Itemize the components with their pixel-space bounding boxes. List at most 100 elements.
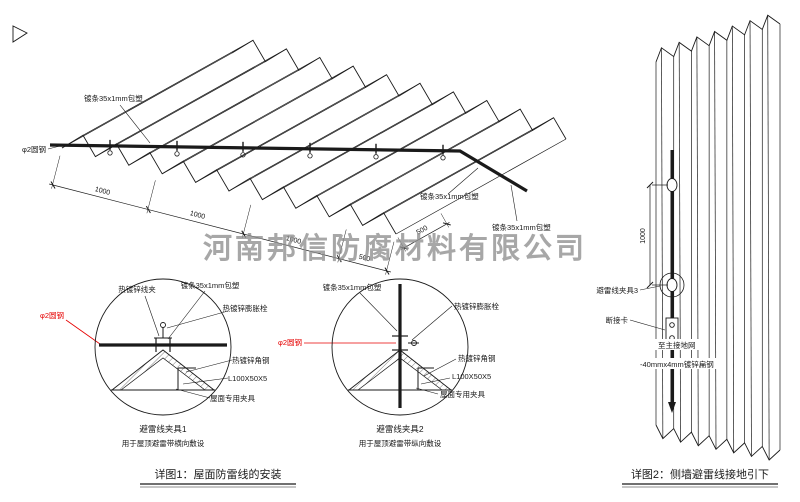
leader-lines bbox=[47, 104, 666, 399]
wall-dimension bbox=[646, 181, 668, 289]
leader-line bbox=[175, 388, 211, 399]
label-bg bbox=[655, 339, 705, 350]
roof-far-edge bbox=[231, 39, 567, 140]
label-d2-angle-spec: L100X50X5 bbox=[452, 372, 491, 381]
benchmark-symbol bbox=[12, 25, 28, 43]
wall-dim-1000: 1000 bbox=[640, 228, 647, 244]
roof-valley-line bbox=[162, 78, 333, 175]
roof-panel bbox=[61, 39, 567, 235]
roof-ridge-line bbox=[350, 108, 521, 205]
wall-clamp-upper bbox=[666, 178, 678, 192]
label-wall-flat-steel: -40mmx4mm镀锌扁钢 bbox=[640, 359, 714, 369]
label-strip-bottom-right: 镀条35x1mm包塑 bbox=[492, 222, 551, 232]
label-d1-wire-clamp: 热镀锌线夹 bbox=[118, 284, 156, 294]
detail1-subtitle: 用于屋顶避雷带横向敷设 bbox=[122, 438, 205, 448]
leader-line bbox=[182, 377, 229, 385]
wall-rib-line bbox=[661, 47, 664, 439]
dim-1000-b: 1000 bbox=[189, 210, 206, 221]
dim-tick bbox=[384, 267, 390, 275]
leader-line bbox=[185, 359, 233, 373]
roof-wire-clamp-bolt bbox=[107, 150, 113, 156]
watermark: 河南邦信防腐材料有限公司 bbox=[203, 232, 587, 265]
wall-bottom-edge bbox=[655, 424, 781, 461]
roof-ridge-line bbox=[249, 82, 421, 179]
leader-line bbox=[359, 292, 398, 332]
dim-1000-a: 1000 bbox=[94, 186, 111, 197]
wall-rib-line bbox=[767, 15, 770, 461]
detail1-bolt bbox=[160, 322, 166, 328]
roof-ridge-line bbox=[283, 91, 454, 188]
roof-valley-line bbox=[195, 87, 366, 183]
roof-ridge-line bbox=[216, 74, 387, 171]
label-d1-angle-spec: L100X50X5 bbox=[228, 374, 267, 383]
wall-rib-line bbox=[731, 26, 735, 453]
roof-wire-clamp-bolt bbox=[440, 155, 446, 161]
label-strip-right: 镀条35x1mm包塑 bbox=[420, 191, 479, 201]
roof-valley-line bbox=[95, 61, 266, 157]
roof-valley-line bbox=[228, 95, 400, 192]
dim-extension bbox=[397, 237, 406, 252]
caption-detail1: 详图1：屋面防雷线的安装 bbox=[154, 467, 281, 481]
leader-line bbox=[167, 290, 206, 340]
label-d2-bolt: 热镀锌膨胀栓 bbox=[454, 301, 499, 311]
label-wall-to-ground: 至主接地网 bbox=[658, 340, 696, 350]
detail1-title: 避雷线夹具1 bbox=[139, 424, 187, 434]
detail-circle-2 bbox=[331, 278, 469, 416]
wall-clamp-lower bbox=[666, 278, 678, 292]
dim-extension bbox=[242, 204, 252, 238]
dim-tick bbox=[336, 255, 342, 263]
leader-line bbox=[47, 145, 61, 150]
roof-valley-line bbox=[395, 138, 567, 235]
dim-extension bbox=[146, 180, 156, 214]
leader-line bbox=[447, 167, 479, 195]
label-wall-clamp3: 避雷线夹具3 bbox=[596, 285, 638, 295]
label-d2-angle: 热镀锌角钢 bbox=[458, 353, 496, 363]
roof-wire-clamp-bolt bbox=[174, 151, 180, 157]
roof-wire-clamp-bolt bbox=[240, 152, 246, 158]
dim-tick bbox=[50, 181, 56, 189]
roof-valley-line bbox=[362, 130, 533, 226]
roof-ridge-line bbox=[183, 65, 354, 162]
leader-line bbox=[166, 310, 229, 329]
leader-line bbox=[639, 285, 661, 291]
lightning-wire bbox=[49, 143, 528, 193]
dim-500-b: 500 bbox=[415, 225, 429, 237]
dim-extension bbox=[385, 241, 395, 275]
roof-valley-line bbox=[295, 112, 466, 209]
label-d2-roof-clamp: 屋面专用夹具 bbox=[440, 389, 485, 399]
leader-line bbox=[411, 305, 453, 341]
dim-tick bbox=[145, 205, 151, 214]
dim-extension bbox=[51, 155, 61, 189]
wall-panel bbox=[655, 14, 781, 461]
wall-rib-line bbox=[678, 42, 681, 443]
label-bg bbox=[637, 358, 719, 369]
label-d1-strip: 镀条35x1mm包塑 bbox=[181, 280, 240, 290]
roof-valley-line bbox=[262, 104, 433, 200]
label-round-steel-main: φ2圆钢 bbox=[22, 144, 46, 154]
wall-rib-line bbox=[714, 31, 717, 450]
dim-500-a: 500 bbox=[358, 254, 371, 264]
label-d2-strip: 镀条35x1mm包塑 bbox=[323, 282, 382, 292]
roof-valley-line bbox=[329, 121, 500, 218]
leader-line bbox=[629, 319, 666, 331]
label-d2-round-steel: φ2圆钢 bbox=[278, 337, 302, 347]
dim-1000-c: 1000 bbox=[285, 235, 302, 246]
roof-wire-clamp-bolt bbox=[307, 153, 313, 159]
leader-line bbox=[510, 184, 518, 222]
label-d1-round-steel: φ2圆钢 bbox=[40, 310, 64, 320]
leader-line bbox=[415, 387, 439, 395]
wall-rib-line bbox=[749, 20, 752, 457]
roof-valley-line bbox=[128, 69, 299, 166]
ground-arrow bbox=[668, 402, 676, 413]
roof-ridge-line bbox=[383, 117, 554, 214]
roof-wire-clamp-bolt bbox=[373, 154, 379, 160]
detail2-subtitle: 用于屋顶避雷带纵向敷设 bbox=[359, 438, 442, 448]
dim-extension bbox=[440, 213, 450, 228]
label-d1-bolt: 热镀锌膨胀栓 bbox=[223, 303, 268, 313]
leader-line bbox=[144, 295, 160, 337]
detail2-bolt bbox=[411, 340, 417, 346]
roof-valley-line bbox=[61, 52, 233, 149]
leader-line-red bbox=[65, 319, 101, 345]
label-d1-roof-clamp: 屋面专用夹具 bbox=[210, 393, 255, 403]
down-conductor bbox=[659, 150, 685, 413]
